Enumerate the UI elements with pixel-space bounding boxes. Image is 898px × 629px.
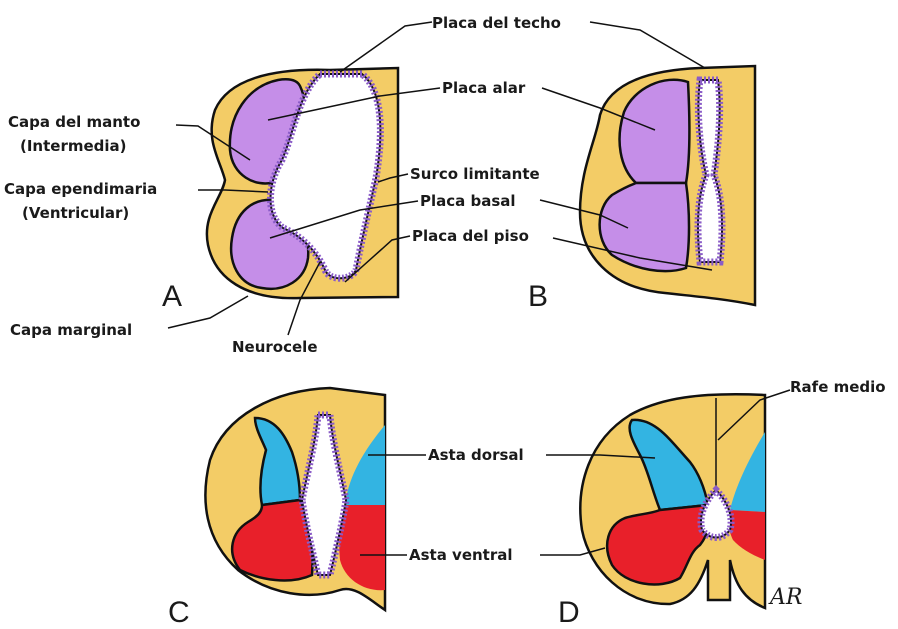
label-neurocele: Neurocele xyxy=(232,338,318,356)
panel-letter-c: C xyxy=(168,596,190,629)
panel-letter-d: D xyxy=(558,596,580,629)
leader-placa-techo-b xyxy=(590,22,705,68)
label-capa-ependimaria-1: Capa ependimaria xyxy=(4,180,157,198)
label-placa-basal: Placa basal xyxy=(420,192,516,210)
label-placa-alar: Placa alar xyxy=(442,79,526,97)
panel-b-figure xyxy=(580,66,755,305)
label-capa-ependimaria-2: (Ventricular) xyxy=(22,204,129,222)
panel-a-figure xyxy=(207,68,398,298)
author-signature: AR xyxy=(768,585,802,610)
label-capa-manto-1: Capa del manto xyxy=(8,113,140,131)
panel-c-figure xyxy=(205,388,385,610)
label-rafe-medio: Rafe medio xyxy=(790,378,886,396)
panel-letter-a: A xyxy=(162,280,182,313)
label-placa-piso: Placa del piso xyxy=(412,227,529,245)
label-asta-ventral: Asta ventral xyxy=(409,546,513,564)
label-surco-limitante: Surco limitante xyxy=(410,165,540,183)
leader-placa-techo xyxy=(340,22,432,72)
panel-letter-b: B xyxy=(528,280,548,313)
label-capa-marginal: Capa marginal xyxy=(10,321,132,339)
label-placa-techo: Placa del techo xyxy=(432,14,561,32)
label-asta-dorsal: Asta dorsal xyxy=(428,446,524,464)
panel-d-figure xyxy=(580,394,765,608)
label-capa-manto-2: (Intermedia) xyxy=(20,137,127,155)
